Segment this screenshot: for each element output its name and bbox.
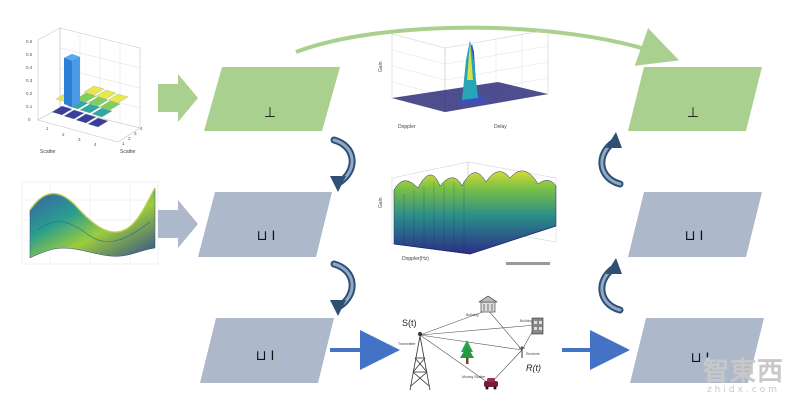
bar3d-tiles [51,85,129,128]
gray-block-arrow [158,200,198,248]
source-label: S(t) [402,318,417,328]
bar3d-z-tick: 0.4 [26,65,33,70]
panel-right-middle: ⊔ I [628,192,762,257]
receiver-label: R(t) [526,363,541,373]
bar3d-x-tick: 4 [94,142,97,147]
curved-arrow-up-1 [598,132,624,188]
transmitter-tower-icon [409,331,431,391]
bar3d-x-tick: 2 [62,132,65,137]
receiver-small-label: Receiver [526,352,541,356]
curved-arrow-up-2 [598,258,624,314]
bar3d-tile [107,93,129,104]
bar3d-tall-bar [64,54,80,107]
building-icon [478,295,498,313]
bar3d-x-tick: 3 [78,137,81,142]
panel-right-bottom: ⊔ I [630,318,764,383]
panels-left: ⊥ ⊔ I ⊔ I [198,67,340,383]
panel-left-middle: ⊔ I [198,192,332,257]
bar3d-wall-left [37,27,61,121]
panel-label: ⊥ [264,104,276,120]
path-car-receiver [489,349,523,385]
building-label: Building [466,313,479,317]
watermark-main: 智東西 [702,357,784,387]
propagation-scene: S(t) Transmitter Building Building [398,295,544,391]
panel-label: ⊔ I [685,227,704,243]
bar3d-z-tick: 0.6 [26,39,33,44]
path-building-receiver [487,309,523,351]
bar3d-y-tick: 4 [140,126,143,131]
peak3d-z-label: Gain [378,61,384,72]
bar3d-x-tick: 1 [46,126,49,131]
path-direct [419,334,523,351]
peak3d-peak-top [467,42,473,80]
panel-label: ⊔ I [257,227,276,243]
panel-label: ⊥ [687,104,699,120]
panel-label: ⊔ I [256,347,275,363]
transmitter-label: Transmitter [398,342,416,346]
bar3d-z-tick: 0.1 [26,104,33,109]
path-to-building [419,309,489,336]
receiver-icon [519,346,525,358]
bar3d-y-label: Scatter [120,149,136,155]
building2-label: Building [520,319,533,323]
bar3d-z-tick: 0.2 [26,91,33,96]
bar3d-tile [83,85,105,96]
surface3d-contour [37,221,151,243]
tree-icon [460,340,474,364]
bar3d-floor [37,107,141,143]
watermark-sub: zhidx.com [706,385,781,395]
panel-label: ⊔ I [691,349,710,365]
landscape3d-base [393,225,557,255]
curved-arrow-down-2 [330,260,356,316]
path-to-building2 [419,324,537,336]
panel-left-top: ⊥ [204,67,340,131]
landscape3d-scale-bar [506,262,550,265]
bar3d-y-tick: 1 [122,141,125,146]
bar3d-tile [91,107,113,118]
zhidx-watermark-logo: 智東西 zhidx.com [703,359,784,395]
car-icon [484,378,498,390]
bar3d-tile [79,103,101,114]
bar3d-z-tick: 0.5 [26,52,33,57]
bar3d-y-tick: 3 [134,131,137,136]
bar3d-tile [51,105,73,116]
bar3d-tile [95,89,117,100]
panel-right-top: ⊥ [628,67,762,131]
cycle-arrows [330,132,624,316]
building2-icon [531,317,544,335]
bar3d-tile [75,92,97,103]
bar3d-tile [87,117,109,128]
moving-scatter-label: Moving Scatter [462,375,486,379]
landscape3d-x-label: Doppler(Hz) [402,256,429,262]
green-block-arrow [158,74,198,122]
bar3d-tile [63,109,85,120]
panels-right: ⊥ ⊔ I ⊔ I [628,67,764,383]
bar3d-chart: 0 0.1 0.2 0.3 0.4 0.5 0.6 [26,27,143,155]
landscape3d-chart: Gain Doppler(Hz) [378,161,557,265]
peak3d-x-label: Doppler [398,124,416,130]
landscape3d-z-label: Gain [378,197,384,208]
path-to-car [419,334,491,385]
bar3d-tile [75,113,97,124]
surface3d-chart [21,181,159,265]
bar3d-z-tick: 0 [28,117,31,122]
bar3d-y-tick: 2 [128,136,131,141]
bar3d-x-label: Scatter [40,149,56,155]
bar3d-tile [99,100,121,111]
surface3d-ridge [29,187,156,233]
curved-arrow-down-1 [330,136,356,192]
peak3d-y-label: Delay [494,124,507,130]
panel-left-bottom: ⊔ I [200,318,334,383]
top-curved-arrow [295,25,680,66]
peak3d-chart: Gain Doppler Delay [378,29,549,130]
landscape3d-surface [393,170,557,255]
bar3d-tile [87,96,109,107]
bar3d-z-tick: 0.3 [26,78,33,83]
